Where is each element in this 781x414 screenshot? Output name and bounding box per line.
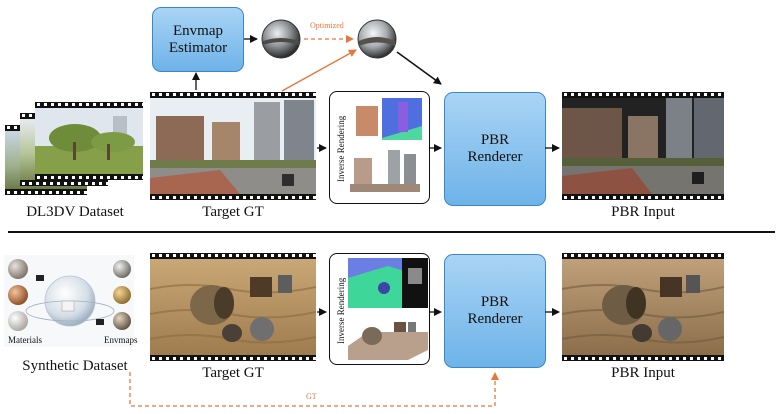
gt-label: GT [306,392,317,401]
dl3dv-dataset-caption: DL3DV Dataset [26,204,124,220]
synthetic-dataset-caption: Synthetic Dataset [22,358,128,374]
inverse-rendering-geometry-top [350,150,420,192]
pbr-input-image-top [562,98,724,194]
synthetic-dataset-illustration [4,255,134,347]
dl3dv-film-front [35,102,143,180]
target-gt-film-top [150,92,316,200]
pbr-input-image-bottom [562,259,724,355]
pbr-input-film-bottom [562,253,724,361]
pbr-input-caption-top: PBR Input [611,204,675,220]
target-gt-image-top [150,98,316,194]
pbr-renderer-box-top: PBR Renderer [444,92,546,206]
inverse-rendering-box-bottom: Inverse Rendering [329,253,430,365]
optimized-label: Optimized [310,21,344,30]
envmaps-label: Envmaps [104,335,138,345]
pbr-renderer-label-bottom: PBR Renderer [467,294,523,327]
pbr-input-caption-bottom: PBR Input [611,365,675,381]
materials-label: Materials [8,335,42,345]
envmap-sphere-estimated [261,19,301,59]
pbr-renderer-box-bottom: PBR Renderer [444,254,546,368]
target-gt-caption-top: Target GT [202,204,264,220]
dl3dv-image [35,108,143,174]
envmap-estimator-box: Envmap Estimator [152,7,244,72]
pbr-renderer-label-top: PBR Renderer [467,132,523,165]
inverse-rendering-normals-bottom [348,258,428,308]
section-divider [8,231,775,233]
inverse-rendering-normals-top [356,98,422,140]
arrow-target-to-optimized [281,49,357,92]
target-gt-caption-bottom: Target GT [202,365,264,381]
arrow-gt-dashed [129,372,499,407]
arrow-sphere-to-renderer-top [396,51,442,85]
inverse-rendering-geometry-bottom [348,322,428,360]
target-gt-image-bottom [150,259,316,355]
pbr-input-film-top [562,92,724,200]
envmap-sphere-optimized [357,19,397,59]
envmap-estimator-label: Envmap Estimator [168,22,228,56]
target-gt-film-bottom [150,253,316,361]
